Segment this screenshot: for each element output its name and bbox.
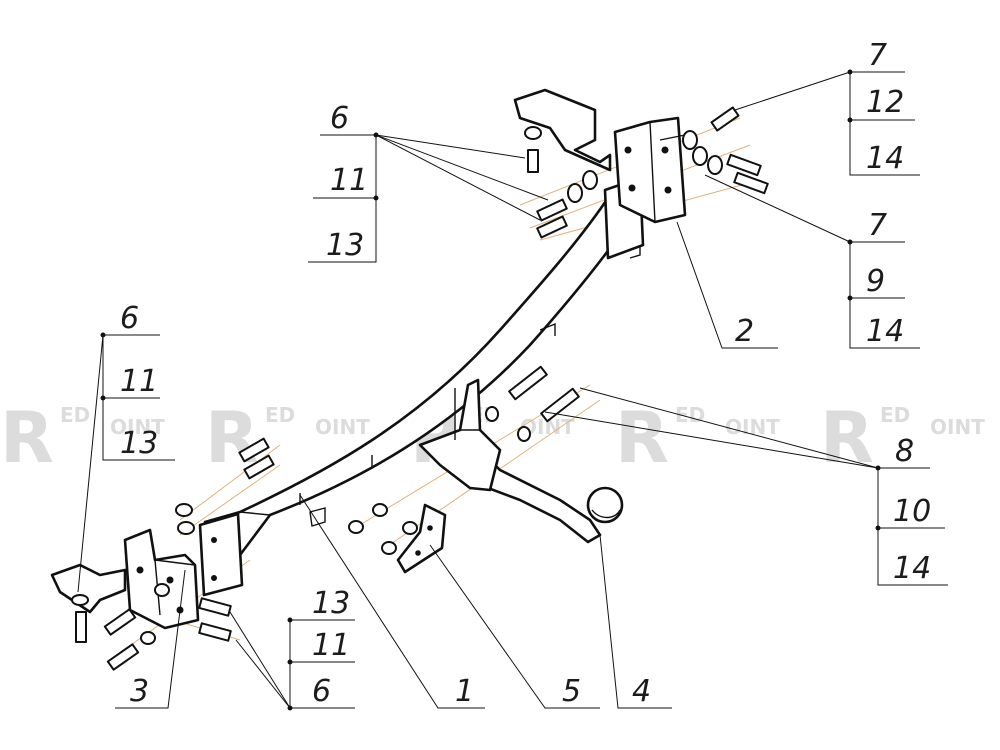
nut [372,503,388,517]
callout-top-right-b-3: 14 [866,314,904,349]
callout-top-right-b-2: 9 [866,264,885,299]
bolt [527,149,539,173]
nut [582,170,598,190]
left-bracket [50,528,200,630]
callout-top-left-2: 11 [330,163,368,198]
watermark-bottom: OINT [930,415,985,439]
nut [348,520,364,534]
callout-top-left-1: 6 [330,101,349,136]
watermark-top: ED [60,403,90,427]
bolt [103,608,137,636]
nut [154,583,170,597]
washer [707,155,723,175]
washer [71,594,89,606]
crossbar-body [203,193,642,557]
bolt [198,597,232,617]
bolt [508,365,548,401]
crossbar [198,176,645,597]
socket-plate [396,503,447,574]
right-bracket-arm [513,88,612,172]
bolt [198,622,232,642]
nut [381,541,397,555]
callout-part-1: 1 [455,674,474,709]
callout-bottom-left-1: 13 [312,586,350,621]
watermark-logo: R [0,397,54,479]
left-bracket-plate [123,528,200,630]
callout-bottom-left-2: 11 [312,628,350,663]
bolt [106,643,140,671]
callout-left-2: 11 [120,364,158,399]
bolt [536,198,568,222]
watermark-logo: R [615,397,669,479]
nut [140,631,156,645]
watermark-logo: R [820,397,874,479]
socket-plate-body [396,503,447,574]
nut [402,521,418,535]
watermark-1: R ED OINT [0,397,165,479]
bolt [536,215,568,239]
washer [175,503,193,517]
leader-lines [77,69,948,711]
nut [485,406,499,422]
callout-part-2: 2 [735,314,754,349]
callout-bottom-left-3: 6 [312,674,331,709]
callout-left-3: 13 [120,426,158,461]
right-bracket [513,88,687,224]
callout-part-4: 4 [632,674,651,709]
nut [567,183,583,203]
watermark-bottom: OINT [725,415,780,439]
watermark-bottom: OINT [315,415,370,439]
bolt [710,106,740,132]
callout-top-right-b-1: 7 [868,208,887,243]
watermark-top: ED [265,403,295,427]
callout-top-right-a-2: 12 [866,85,904,120]
bolt [733,171,769,195]
callout-part-3: 3 [130,674,149,709]
tow-ball-assembly [418,378,624,544]
callout-top-left-3: 13 [326,228,364,263]
callout-right-3: 14 [893,551,931,586]
callout-left-1: 6 [120,301,139,336]
callout-right-2: 10 [893,494,931,529]
washer [692,146,708,166]
callout-labels: 6 11 13 7 12 14 7 9 14 2 6 11 13 8 10 14… [120,38,931,709]
bolt [75,611,87,643]
callout-right-1: 8 [895,434,914,469]
tow-ball-mount [418,378,502,492]
watermark-top: ED [880,403,910,427]
bolt [238,437,270,463]
bolt [243,454,275,480]
washer [682,130,698,150]
bolt [726,153,762,177]
watermark-bottom: OINT [110,415,165,439]
callout-top-right-a-3: 14 [866,141,904,176]
washer [177,521,195,535]
callout-part-5: 5 [562,674,581,709]
washer [524,126,542,140]
fasteners [71,106,769,671]
nut [517,426,531,442]
crossbar-left-plate [198,512,244,597]
callout-top-right-a-1: 7 [868,38,887,73]
left-bracket-arm [50,563,127,614]
